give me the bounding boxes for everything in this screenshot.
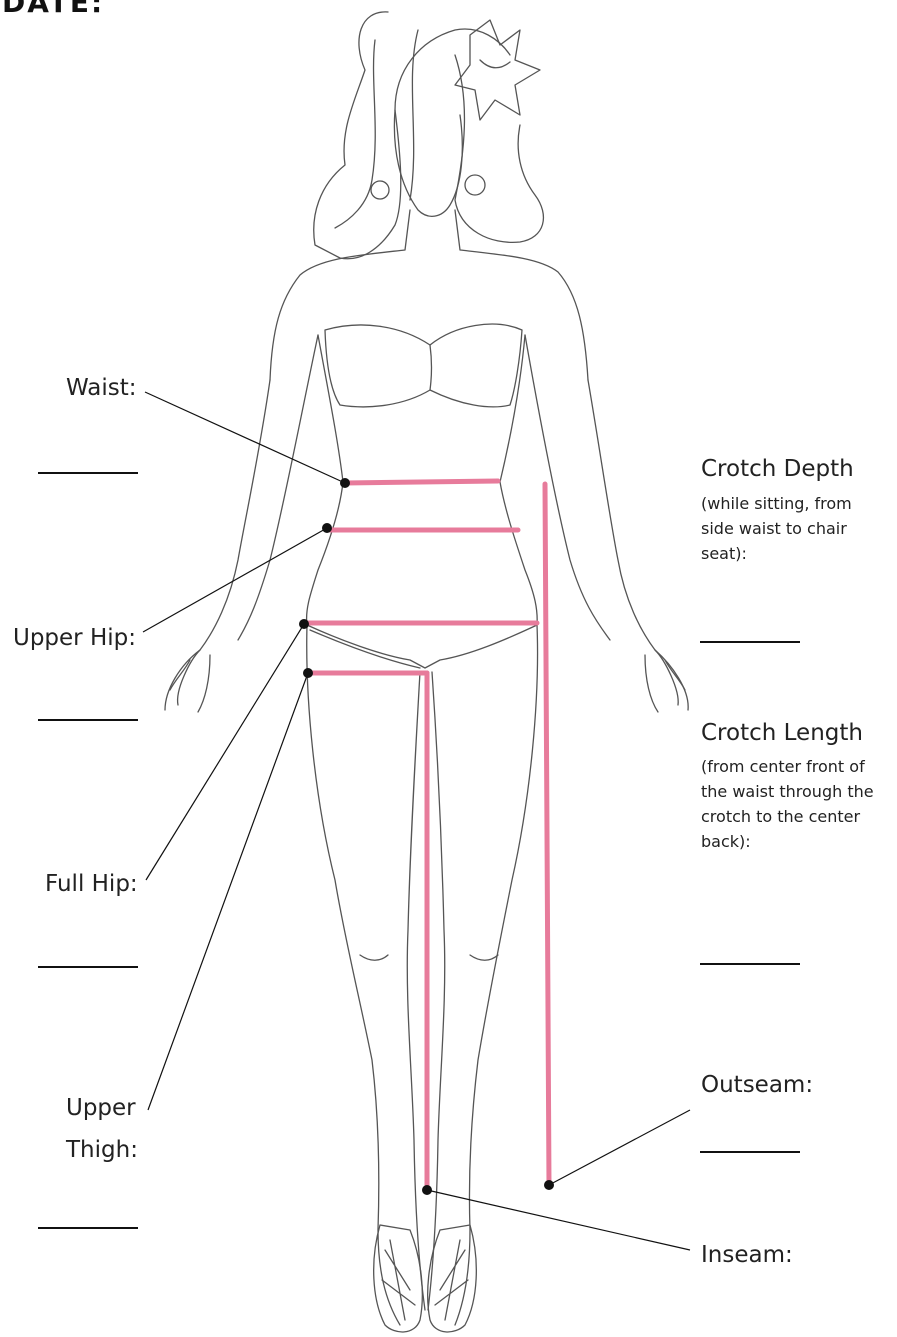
waist-leader <box>145 392 345 483</box>
hair-outline-right <box>455 55 543 242</box>
right-leg-inner <box>428 672 445 1310</box>
crotch-length-blank[interactable] <box>700 963 800 965</box>
waist-blank[interactable] <box>38 472 138 474</box>
left-leg-outer <box>307 625 400 1325</box>
right-arm <box>588 380 688 710</box>
left-leg-inner <box>407 672 425 1310</box>
flower-icon <box>455 20 540 120</box>
full-hip-leader <box>146 624 304 880</box>
upper-hip-label: Upper Hip: <box>13 627 136 650</box>
crotch-depth-note: (while sitting, from side waist to chair… <box>701 491 886 566</box>
waist-dot <box>340 478 350 488</box>
hair-outline <box>314 12 510 259</box>
full-hip-label: Full Hip: <box>45 873 138 896</box>
inseam-leader <box>427 1190 690 1250</box>
upper-thigh-leader <box>148 673 308 1110</box>
upper-thigh-label-line2: Thigh: <box>66 1139 138 1162</box>
upper-hip-blank[interactable] <box>38 719 138 721</box>
crotch-length-note: (from center front of the waist through … <box>701 754 889 854</box>
waist-line <box>345 481 498 483</box>
right-shoe <box>428 1225 477 1332</box>
outseam-dot <box>544 1180 554 1190</box>
upper-hip-dot <box>322 523 332 533</box>
waist-label: Waist: <box>66 377 137 400</box>
left-arm <box>165 380 270 710</box>
torso-right <box>500 335 537 625</box>
left-shoe <box>374 1225 423 1332</box>
upper-thigh-label-line1: Upper <box>66 1097 136 1120</box>
underwear <box>307 625 537 668</box>
upper-hip-leader <box>143 528 327 632</box>
outseam-line <box>545 484 549 1185</box>
right-leg-outer <box>455 625 538 1325</box>
upper-thigh-dot <box>303 668 313 678</box>
upper-thigh-blank[interactable] <box>38 1227 138 1229</box>
outseam-label: Outseam: <box>701 1074 813 1097</box>
outseam-blank[interactable] <box>700 1151 800 1153</box>
full-hip-blank[interactable] <box>38 966 138 968</box>
outseam-leader <box>549 1110 690 1185</box>
full-hip-dot <box>299 619 309 629</box>
crotch-length-label: Crotch Length <box>701 722 863 745</box>
inseam-label: Inseam: <box>701 1244 793 1267</box>
crotch-depth-blank[interactable] <box>700 641 800 643</box>
inseam-dot <box>422 1185 432 1195</box>
face-outline <box>394 110 462 216</box>
bodice <box>325 324 522 407</box>
crotch-depth-label: Crotch Depth <box>701 458 854 481</box>
